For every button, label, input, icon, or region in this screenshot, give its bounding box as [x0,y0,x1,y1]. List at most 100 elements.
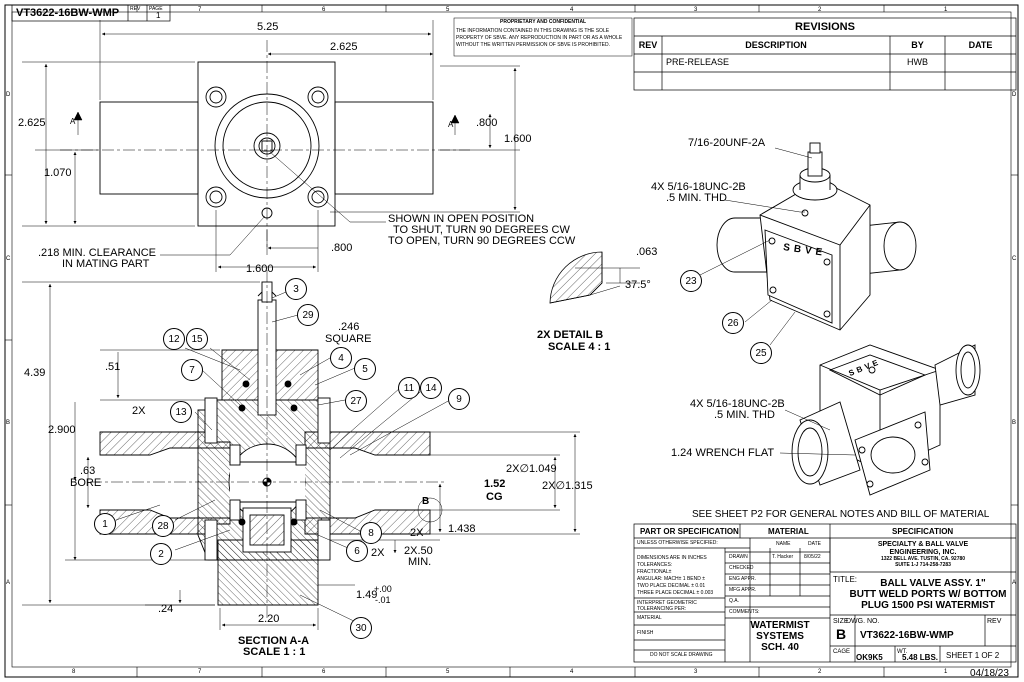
zone-right-C: C [1012,256,1017,262]
zone-left-A: A [6,580,11,586]
cg-label: CG [486,491,503,503]
balloon-23: 23 [680,270,702,292]
balloon-8: 8 [360,522,382,544]
balloon-6: 6 [346,540,368,562]
zone-top-5: 5 [446,7,450,13]
balloon-13: 13 [170,401,192,423]
tb-title-label: TITLE: [833,575,858,584]
balloon-4: 4 [330,347,352,369]
balloon-11: 11 [398,377,420,399]
section-title: SECTION A-A [238,635,310,647]
dim-2x-right: 2X [410,527,424,539]
dim-246: .246 [338,321,360,333]
date-col-header: DATE [968,40,993,50]
tb-dwg-no: VT3622-16BW-WMP [860,630,954,641]
dim-1-438: 1.438 [448,523,476,535]
tb-tol-4: TWO PLACE DECIMAL ± 0.01 [637,583,706,589]
zone-bottom-2: 2 [818,669,822,675]
tb-interp-2: TOLERANCING PER: [637,606,687,612]
note-open-position-3: TO OPEN, TURN 90 DEGREES CCW [388,235,576,247]
dim-2x-bottom: 2X [371,547,385,559]
section-marker-a-right: A [448,120,454,129]
dim-063: .063 [636,246,658,258]
tb-do-not-scale: DO NOT SCALE DRAWING [650,652,713,658]
by-col-header: BY [911,40,924,50]
tb-watermist-1: WATERMIST [750,620,810,631]
dim-800-bottom: .800 [331,242,353,254]
section-scale: SCALE 1 : 1 [243,646,306,658]
zone-bottom-5: 5 [446,669,450,675]
dim-2-625-left: 2.625 [18,117,46,129]
proprietary-title: PROPRIETARY AND CONFIDENTIAL [500,19,587,25]
wrench-flat-label: 1.24 WRENCH FLAT [671,447,775,459]
balloon-14: 14 [420,377,442,399]
note-clearance-2: IN MATING PART [62,258,150,270]
balloon-30: 30 [350,617,372,639]
thread-4x-top-2: .5 MIN. THD [666,192,727,204]
tb-part-or-spec: PART OR SPECIFICATION [640,527,739,536]
dim-63: .63 [80,465,96,477]
dim-800-right: .800 [476,117,498,129]
dim-1-070: 1.070 [44,167,72,179]
zone-top-1: 1 [944,7,948,13]
detail-b-title: 2X DETAIL B [537,329,604,341]
rev-col-header: REV [638,40,658,50]
tb-company-4: SUITE 1-J 714-258-7283 [895,562,951,568]
tb-size-label: SIZE [833,618,849,625]
part-number-tab: VT3622-16BW-WMP [16,7,120,19]
tb-dwg-label: DWG. NO. [846,618,880,625]
page-tab-value: 1 [156,11,161,20]
dim-4-39: 4.39 [24,367,46,379]
tb-title-3: PLUG 1500 PSI WATERMIST [861,600,995,611]
zone-bottom-7: 7 [198,669,202,675]
tb-eng-label: ENG APPR. [729,576,756,582]
dim-1-49: 1.49 [356,589,378,601]
zone-bottom-3: 3 [694,669,698,675]
dim-dia-1-049: 2X∅1.049 [506,463,557,475]
dim-min: MIN. [408,556,432,568]
detail-b-scale: SCALE 4 : 1 [548,341,611,353]
thread-4x-bottom-2: .5 MIN. THD [714,409,775,421]
zone-top-2: 2 [818,7,822,13]
dim-24: .24 [158,603,174,615]
zone-bottom-1: 1 [944,669,948,675]
tb-date-header: DATE [808,541,821,547]
tb-company-3: 1322 BELL AVE. TUSTIN, CA. 92780 [880,556,966,562]
tb-finish-label: FINISH [637,630,654,636]
tb-drawn-label: DRAWN [729,554,748,560]
zone-left-C: C [6,256,11,262]
balloon-3: 3 [285,278,307,300]
thread-7-16-label: 7/16-20UNF-2A [688,137,766,149]
zone-top-3: 3 [694,7,698,13]
tb-company-1: SPECIALTY & BALL VALVE [877,541,969,548]
tb-company-2: ENGINEERING, INC. [889,549,957,556]
dim-dia-1-315: 2X∅1.315 [542,480,593,492]
tb-weight: 5.48 LBS. [902,653,939,662]
balloon-15: 15 [186,328,208,350]
balloon-12: 12 [163,328,185,350]
tb-tol-0: DIMENSIONS ARE IN INCHES [637,555,707,561]
note-clearance-1: .218 MIN. CLEARANCE [38,247,156,259]
rev-tab-label: REV [130,6,141,12]
tb-rev-label: REV [987,618,1002,625]
dim-bore: BORE [70,477,102,489]
revisions-title: REVISIONS [795,21,855,33]
tb-drawn-date: 8/05/22 [804,554,821,560]
tb-interp-1: INTERPRET GEOMETRIC [637,600,697,606]
dim-2-625-top: 2.625 [330,41,358,53]
tb-sheet: SHEET 1 OF 2 [946,651,1000,660]
tb-size-value: B [836,626,847,642]
tb-title-2: BUTT WELD PORTS W/ BOTTOM [849,589,1007,600]
tb-specification-header: SPECIFICATION [892,527,954,536]
balloon-2: 2 [150,543,172,565]
dim-5-25: 5.25 [257,21,279,33]
zone-left-D: D [6,92,11,98]
zone-top-6: 6 [322,7,326,13]
detail-b-callout: B [422,496,430,507]
dim-1-600-bottom: 1.600 [246,263,274,275]
tol-upper: +.00 [374,584,392,594]
tb-tol-5: THREE PLACE DECIMAL ± 0.003 [637,590,714,596]
zone-right-D: D [1012,92,1017,98]
zone-bottom-4: 4 [570,669,574,675]
